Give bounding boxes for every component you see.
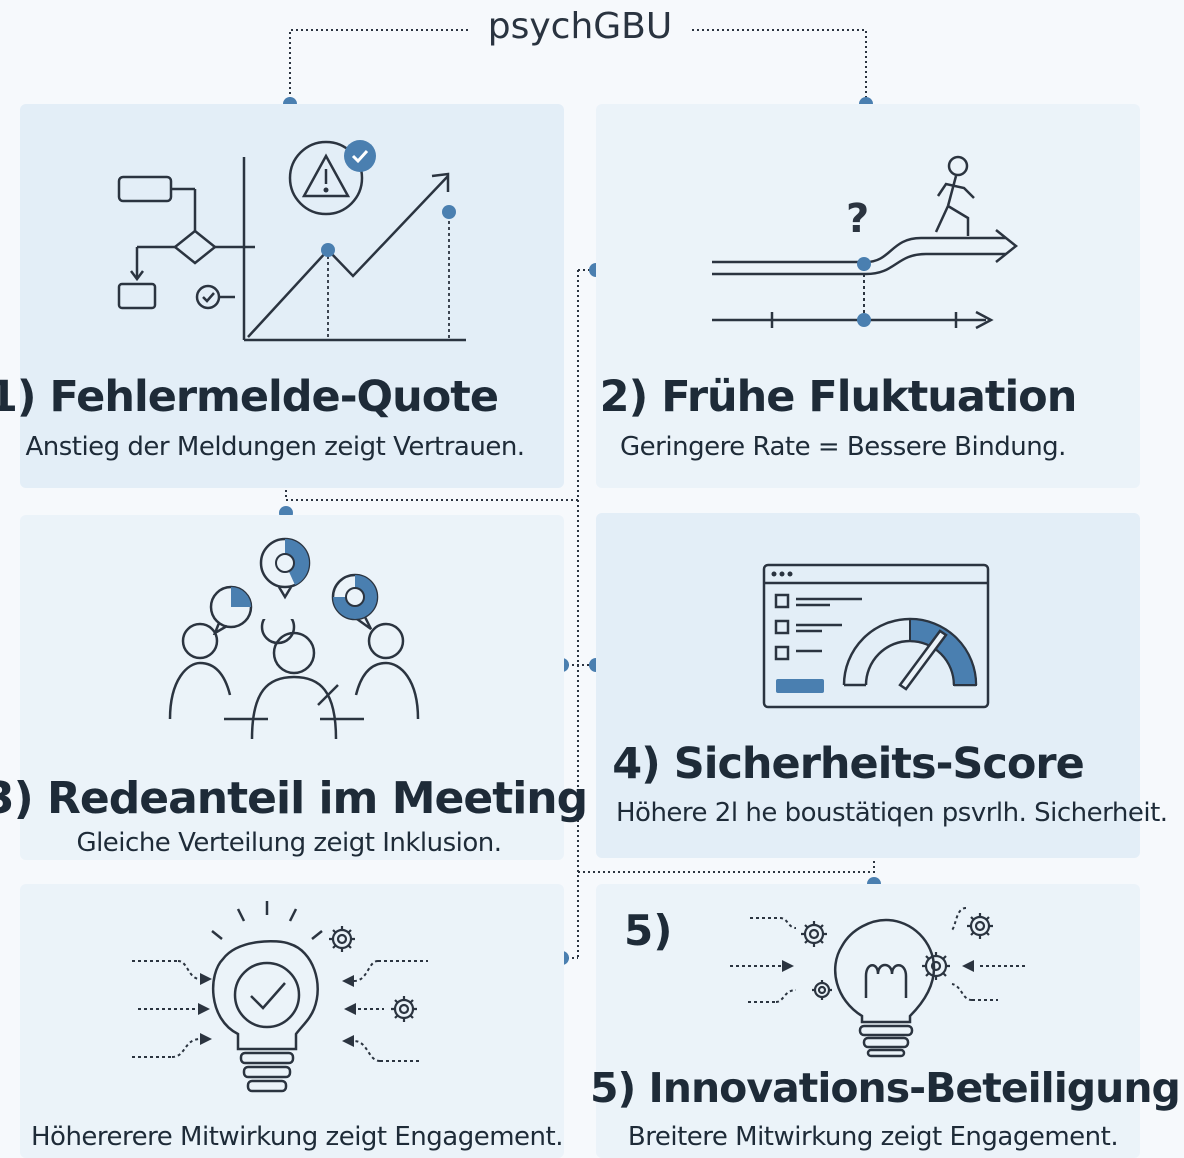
checklist-icon — [774, 593, 862, 661]
card-title: 4) Sicherheits-Score — [612, 739, 1085, 789]
diagram-header: psychGBU — [487, 6, 673, 47]
lightbulb-check-icon — [132, 901, 428, 1093]
card-subtitle: Gleiche Verteilung zeigt Inklusion. — [76, 828, 502, 858]
card-title: 2) Frühe Fluktuation — [599, 372, 1078, 422]
flowchart-icon — [117, 175, 255, 310]
warning-check-icon — [288, 140, 376, 216]
card-marker: 5) — [624, 906, 673, 955]
card-fehlermelde-quote: 1) Fehlermelde-Quote Anstieg der Meldung… — [0, 104, 564, 488]
card-innovations-beteiligung: 5) 5) Innova — [590, 884, 1181, 1158]
card-subtitle: Höhere 2l he boustätiqen psvrlh. Sicherh… — [616, 798, 1168, 828]
card-title: 3) Redeanteil im Meeting — [0, 773, 588, 824]
walking-person-icon — [934, 155, 975, 236]
card-subtitle: Höhererere Mitwirkung zeigt Engagement. — [31, 1122, 563, 1152]
gear-icon — [801, 913, 993, 1000]
card-title: 1) Fehlermelde-Quote — [0, 372, 499, 422]
pie-speech-bubble-icon — [209, 537, 379, 635]
growth-chart-icon — [242, 157, 466, 342]
card-subtitle: Breitere Mitwirkung zeigt Engagement. — [627, 1122, 1119, 1152]
card-mitwirkung: Höhererere Mitwirkung zeigt Engagement. — [20, 884, 564, 1158]
gear-icon — [329, 926, 417, 1022]
card-sicherheits-score: 4) Sicherheits-Score Höhere 2l he boustä… — [596, 513, 1168, 858]
card-subtitle: Anstieg der Meldungen zeigt Vertrauen. — [25, 432, 525, 462]
card-title: 5) Innovations-Beteiligung — [590, 1064, 1181, 1112]
card-subtitle: Geringere Rate = Bessere Bindung. — [620, 432, 1066, 462]
fork-path-icon: ? — [712, 155, 1019, 330]
card-redeanteil: 3) Redeanteil im Meeting Gleiche Verteil… — [0, 515, 588, 860]
card-fruehe-fluktuation: ? 2) Frühe Fluktuation Geringere Rate = … — [596, 104, 1140, 488]
timeline-icon — [712, 310, 994, 330]
question-mark-icon: ? — [846, 196, 869, 242]
dashboard-gauge-icon — [762, 563, 990, 709]
lightbulb-gears-icon — [730, 907, 1026, 1058]
meeting-people-icon — [168, 619, 420, 740]
